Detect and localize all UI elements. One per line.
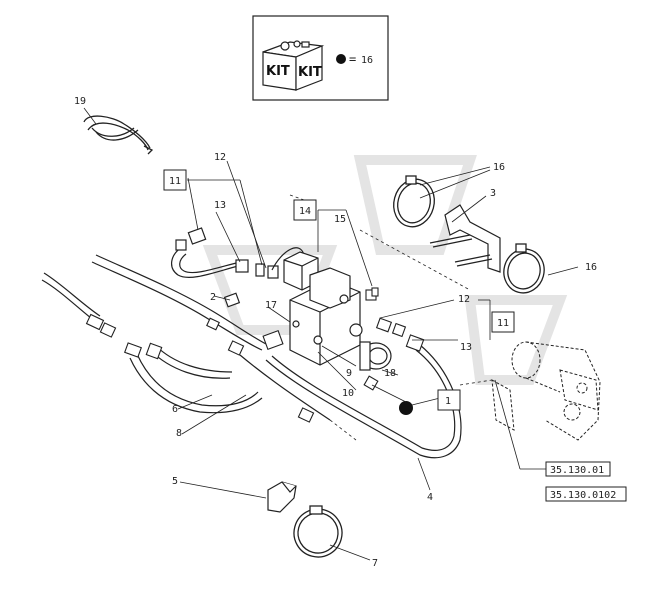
callout-5: 5 [172, 476, 178, 487]
part-16-clamp-top [393, 175, 435, 228]
callout-3: 3 [490, 188, 496, 199]
callout-12-top: 12 [214, 152, 226, 163]
kit-label-right: KIT [298, 65, 322, 80]
kit-label-left: KIT [266, 64, 290, 79]
part-16-clamp-right [503, 243, 545, 294]
callout-box-1 [437, 389, 461, 411]
callout-7: 7 [372, 558, 378, 569]
part-5-bracket [267, 481, 297, 513]
callout-14: 14 [299, 206, 311, 217]
callout-box-11-right [491, 311, 515, 333]
ref-box-1 [545, 461, 611, 477]
kit-ref-number: 16 [361, 55, 373, 66]
fittings-left [85, 313, 315, 423]
callout-9: 9 [346, 368, 352, 379]
part-19-strap [83, 115, 154, 155]
callout-11-top: 11 [169, 176, 181, 187]
part-3-bracket [429, 204, 501, 273]
kit-box-icon [262, 40, 325, 91]
elbow-pipe [171, 227, 305, 308]
kit-legend: KIT KIT = 16 [252, 15, 389, 101]
callout-4: 4 [427, 492, 433, 503]
callout-11-right: 11 [497, 318, 509, 329]
leader-lines [83, 107, 579, 561]
callout-13-right: 13 [460, 342, 472, 353]
hoses-left [41, 254, 462, 459]
callout-6: 6 [172, 404, 178, 415]
callout-15: 15 [334, 214, 346, 225]
cylinder-component [491, 341, 601, 441]
kit-dot-icon [336, 54, 346, 64]
ref-label-2: 35.130.0102 [550, 490, 616, 501]
callout-16-top: 16 [493, 162, 505, 173]
callout-2: 2 [210, 292, 216, 303]
callout-boxes [163, 169, 627, 502]
callout-17: 17 [265, 300, 277, 311]
callout-8: 8 [176, 428, 182, 439]
callout-13-top: 13 [214, 200, 226, 211]
part-7-clamp [293, 505, 343, 558]
callout-1: 1 [445, 396, 451, 407]
callout-box-11-top [163, 169, 187, 191]
valve-block [283, 251, 392, 371]
ref-label-1: 35.130.01 [550, 465, 604, 476]
callout-box-14 [293, 199, 317, 221]
callout-16-right: 16 [585, 262, 597, 273]
ref-box-2 [545, 486, 627, 502]
kit-equals: = [349, 52, 356, 66]
kit-marker-dot [399, 401, 413, 415]
callout-10: 10 [342, 388, 354, 399]
callout-18: 18 [384, 368, 396, 379]
callout-19: 19 [74, 96, 86, 107]
callout-12-right: 12 [458, 294, 470, 305]
